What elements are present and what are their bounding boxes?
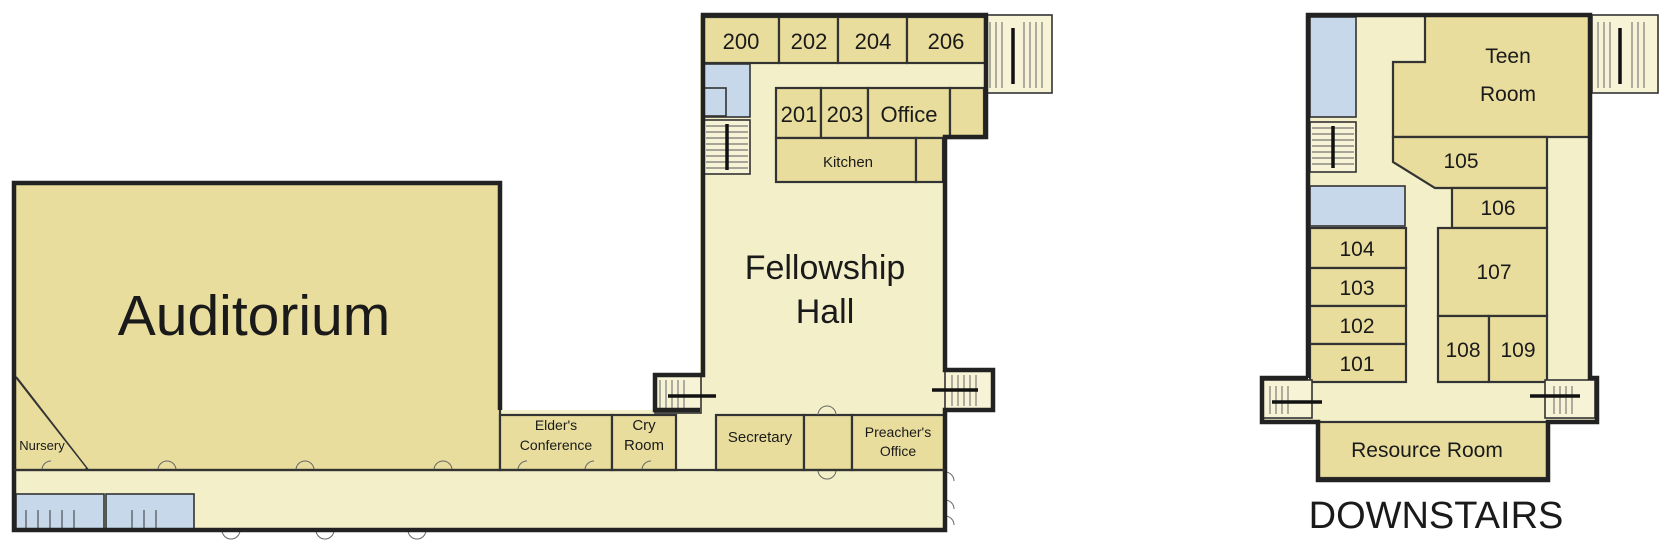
upstairs-restroom-stall [703, 87, 727, 117]
downstairs-restroom-middle [1309, 185, 1406, 227]
kitchen-label: Kitchen [823, 154, 873, 171]
room-labels: Auditorium Fellowship Hall Nursery Elder… [19, 29, 1563, 537]
kitchen-room[interactable] [774, 136, 918, 184]
room-206-label: 206 [928, 29, 965, 54]
room-202-label: 202 [791, 29, 828, 54]
auditorium-room[interactable] [12, 181, 502, 472]
room-104[interactable] [1308, 226, 1408, 270]
vestibule [802, 413, 854, 472]
outer-stairs-upper [985, 14, 1053, 94]
downstairs-outer-wall [1259, 12, 1600, 483]
fellowship-hall-label-line1: Fellowship [745, 249, 906, 287]
room-103-label: 103 [1339, 277, 1374, 300]
cry-room-label-line1: Cry [632, 417, 656, 434]
nursery-label: Nursery [19, 438, 65, 453]
room-106[interactable] [1450, 186, 1549, 230]
downstairs-outer-stairs [1591, 14, 1659, 94]
room-204-label: 204 [855, 29, 892, 54]
room-105-label: 105 [1443, 150, 1478, 173]
room-200-label: 200 [723, 29, 760, 54]
downstairs-restroom-upper [1309, 16, 1357, 118]
nursery-room[interactable] [16, 379, 86, 468]
room-203[interactable] [819, 86, 870, 140]
teen-room-label-line2: Room [1480, 83, 1536, 106]
preachers-office-label-line2: Office [880, 443, 917, 459]
room-101[interactable] [1308, 342, 1408, 384]
room-107-label: 107 [1476, 261, 1511, 284]
upstairs-plan [11, 12, 1053, 540]
restroom-mens [105, 493, 195, 531]
kitchen-pantry [914, 136, 945, 184]
cry-room[interactable] [610, 413, 678, 472]
room-201-label: 201 [781, 102, 818, 127]
office-label: Office [880, 102, 937, 127]
teen-room-label-line1: Teen [1485, 45, 1531, 68]
cry-room-label-line2: Room [624, 437, 664, 454]
room-109[interactable] [1487, 314, 1549, 384]
upstairs-outer-wall [11, 12, 996, 533]
room-104-label: 104 [1339, 238, 1374, 261]
room-203-label: 203 [827, 102, 864, 127]
preachers-office-label-line1: Preacher's [865, 424, 931, 440]
office-closet [948, 86, 986, 140]
downstairs-plan [1259, 12, 1659, 483]
elders-label-line1: Elder's [535, 417, 577, 433]
nursery-partition [15, 376, 89, 471]
room-108-label: 108 [1445, 339, 1480, 362]
room-107[interactable] [1436, 226, 1549, 318]
downstairs-east-stairs [1544, 379, 1596, 419]
room-102-label: 102 [1339, 315, 1374, 338]
downstairs-title: DOWNSTAIRS [1309, 495, 1564, 537]
room-103[interactable] [1308, 266, 1408, 308]
office-room[interactable] [866, 86, 952, 140]
restroom-womens [15, 493, 105, 531]
room-106-label: 106 [1480, 197, 1515, 220]
room-101-label: 101 [1339, 353, 1374, 376]
room-108[interactable] [1436, 314, 1491, 384]
fellowship-hall-label-line2: Hall [796, 293, 855, 331]
room-109-label: 109 [1500, 339, 1535, 362]
elders-label-line2: Conference [520, 437, 593, 453]
auditorium-label: Auditorium [118, 284, 390, 348]
downstairs-west-stairs [1261, 379, 1313, 419]
secretary-label: Secretary [728, 429, 793, 446]
resource-room-label: Resource Room [1351, 439, 1503, 462]
